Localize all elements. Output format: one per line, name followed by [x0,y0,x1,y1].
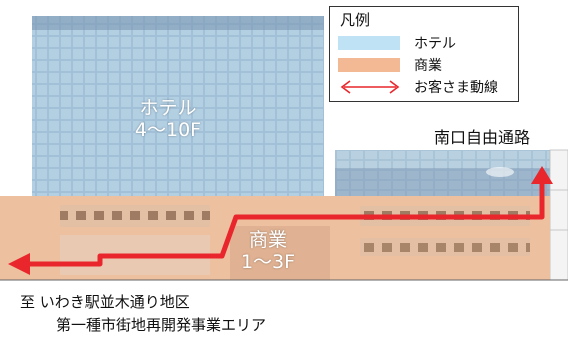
hotel-facade [32,16,324,196]
legend-swatch-commerce [338,58,400,72]
route-path [28,182,545,267]
podium-windows-low [360,238,530,256]
legend: 凡例 ホテル 商業 お客さま動線 [329,6,519,102]
hotel-tower [32,16,324,196]
hotel-floors: 4～10F [134,119,202,141]
hotel-name: ホテル [139,97,197,119]
caption-line-2: 第一種市街地再開発事業エリア [56,316,267,334]
south-passage-label: 南口自由通路 [434,128,531,147]
legend-label-hotel: ホテル [414,36,456,52]
commercial-podium [0,196,550,280]
legend-item-route: お客さま動線 [338,77,514,97]
podium-windows-left [60,205,210,227]
legend-title: 凡例 [340,11,371,29]
route-arrowhead-left [8,253,30,275]
hotel-label: ホテル 4～10F [118,97,218,141]
side-panel [549,149,568,281]
commerce-name: 商業 [248,229,287,251]
commerce-label: 商業 1～3F [228,229,308,273]
caption-line-1: 至 いわき駅並木通り地区 [20,293,190,311]
route-arrowhead-up [531,166,553,184]
legend-label-commerce: 商業 [414,58,442,74]
legend-label-route: お客さま動線 [414,80,498,96]
hotel-overlay [32,16,324,196]
right-building-upper [335,150,550,196]
customer-route [8,166,553,275]
double-arrow-icon [340,80,400,94]
legend-swatch-hotel [338,36,400,50]
building-logo [486,167,514,177]
podium-entrance [230,226,330,280]
legend-item-hotel: ホテル [338,33,514,53]
legend-item-commerce: 商業 [338,55,514,75]
hotel-upper-band [32,16,324,30]
commerce-floors: 1～3F [240,251,296,273]
